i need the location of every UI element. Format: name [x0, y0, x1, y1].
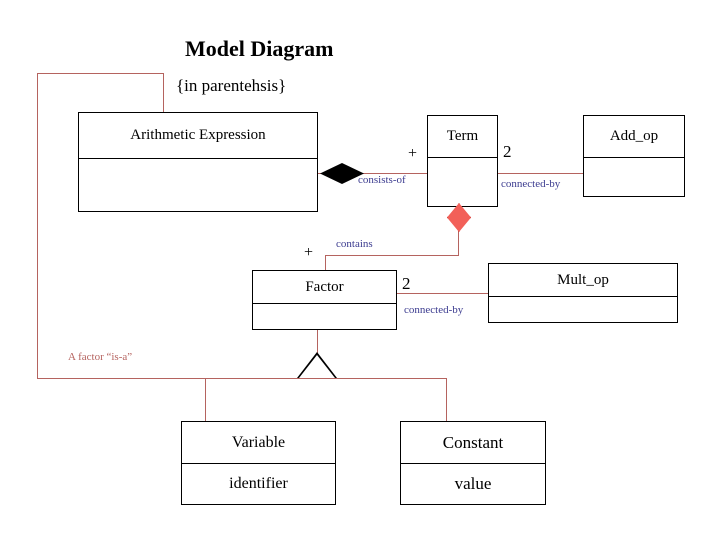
- generalization-horizontal-bar: [37, 378, 447, 379]
- note-text: A factor “is-a”: [68, 351, 133, 363]
- class-box-term[interactable]: Term: [427, 115, 498, 207]
- generalization-connector-to-variable: [205, 378, 206, 421]
- class-name-variable: Variable: [182, 422, 335, 464]
- factor-connected-by-connector: [396, 293, 490, 294]
- composition-diamond-icon: [320, 163, 364, 184]
- class-name-term: Term: [428, 116, 497, 158]
- contains-connector-horizontal: [325, 255, 459, 256]
- class-attribute-constant: value: [454, 474, 492, 493]
- class-box-mult-op[interactable]: Mult_op: [488, 263, 678, 323]
- class-attribute-term: [428, 158, 497, 206]
- generalization-connector-to-constant: [446, 378, 447, 421]
- note-frame-right-stub: [163, 73, 164, 113]
- generalization-connector-from-factor: [317, 330, 318, 355]
- class-name-constant: Constant: [401, 422, 545, 464]
- contains-connector-vertical-to-factor: [325, 255, 326, 271]
- class-name-add-op: Add_op: [584, 116, 684, 158]
- multiplicity-contains: +: [304, 244, 314, 261]
- class-attribute-variable: identifier: [229, 475, 288, 492]
- relationship-label-consists-of: consists-of: [358, 174, 406, 186]
- class-box-constant[interactable]: Constant value: [400, 421, 546, 505]
- class-name-arithmetic-expression: Arithmetic Expression: [79, 113, 317, 159]
- class-box-arithmetic-expression[interactable]: Arithmetic Expression: [78, 112, 318, 212]
- class-name-mult-op: Mult_op: [489, 264, 677, 297]
- consists-of-connector: [318, 173, 428, 174]
- class-attribute-add-op: [584, 158, 684, 196]
- page-title: Model Diagram: [185, 36, 334, 61]
- class-box-add-op[interactable]: Add_op: [583, 115, 685, 197]
- multiplicity-consists-of: +: [408, 145, 418, 162]
- relationship-label-factor-connected-by: connected-by: [404, 304, 464, 316]
- note-frame-left-vertical: [37, 73, 38, 379]
- aggregation-diamond-icon: [447, 203, 471, 232]
- class-attribute-factor: [253, 304, 396, 329]
- multiplicity-factor-connected-by: 2: [402, 274, 411, 293]
- class-name-factor: Factor: [253, 271, 396, 304]
- relationship-label-contains: contains: [336, 238, 373, 250]
- class-box-factor[interactable]: Factor: [252, 270, 397, 330]
- relationship-label-term-connected-by: connected-by: [501, 178, 561, 190]
- term-connected-by-connector: [497, 173, 585, 174]
- class-attribute-arithmetic-expression: [79, 159, 317, 211]
- page-subtitle: {in parentehsis}: [176, 76, 287, 95]
- class-box-variable[interactable]: Variable identifier: [181, 421, 336, 505]
- contains-connector-vertical-from-term: [458, 229, 459, 255]
- note-frame-top-segment: [37, 73, 164, 74]
- multiplicity-term-connected-by: 2: [503, 142, 512, 161]
- class-attribute-mult-op: [489, 297, 677, 322]
